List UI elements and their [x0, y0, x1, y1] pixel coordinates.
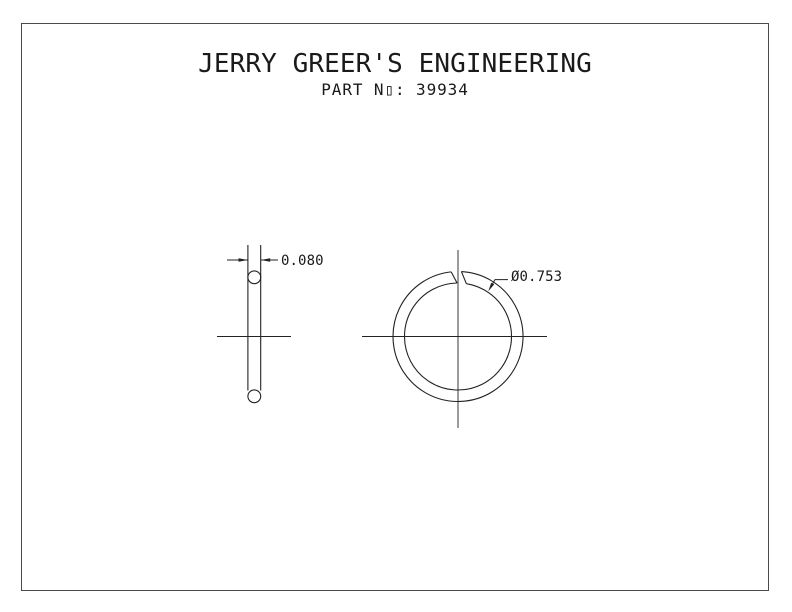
front-view-outer-circle [392, 271, 524, 403]
thickness-dimension [227, 258, 278, 262]
front-view-gap-right-cut-line [460, 271, 467, 284]
side-view [217, 245, 291, 404]
thickness-dim-left-arrowhead-icon [238, 258, 248, 262]
thickness-dim-right-arrowhead-icon [260, 258, 271, 262]
front-view-inner-circle [403, 282, 512, 391]
part-number-line: PART N▯: 39934 [321, 80, 469, 99]
front-view [362, 250, 547, 428]
drawing-title: JERRY GREER'S ENGINEERING [198, 49, 592, 79]
side-view-top-wire-section-circle [247, 270, 262, 285]
side-view-bottom-wire-section-circle [247, 389, 262, 404]
front-view-gap-left-cut-line [450, 271, 458, 284]
thickness-dimension-text: 0.080 [281, 253, 324, 269]
diameter-leader-arrowhead-icon [488, 282, 495, 292]
sheet-border [21, 23, 769, 591]
diameter-leader [488, 279, 508, 292]
inner-diameter-dimension-text: Ø0.753 [511, 269, 563, 285]
